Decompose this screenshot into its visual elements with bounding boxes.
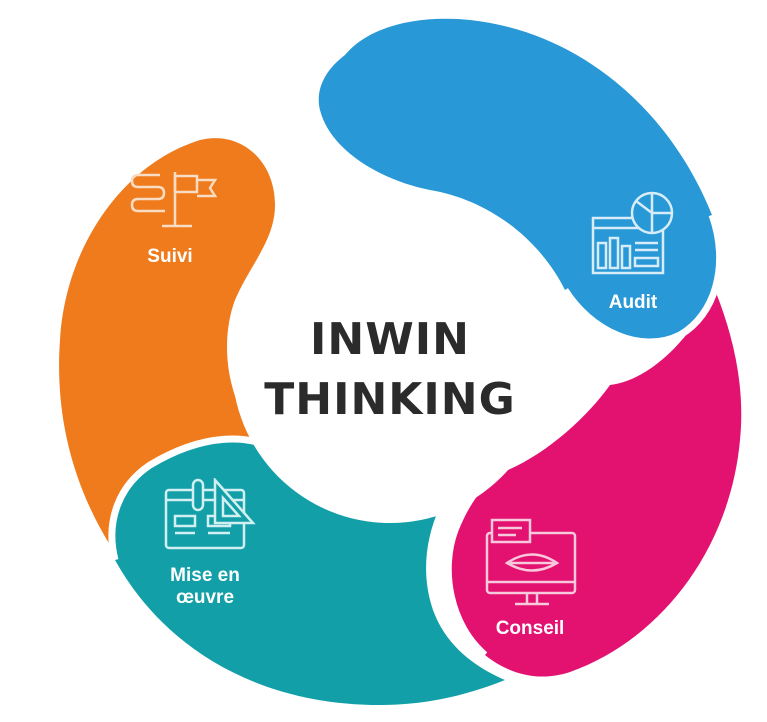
center-title: INWIN THINKING	[240, 310, 540, 430]
report-chart-icon	[591, 191, 674, 275]
label-mise-en-oeuvre-line2: œuvre	[175, 587, 235, 608]
label-suivi: Suivi	[147, 246, 193, 267]
label-mise-en-oeuvre-line1: Mise en	[170, 565, 240, 586]
label-audit: Audit	[608, 292, 658, 313]
label-mise-en-oeuvre: Mise en œuvre	[155, 565, 255, 609]
blueprint-ruler-icon	[164, 478, 256, 550]
label-conseil: Conseil	[495, 618, 565, 639]
segment-conseil	[448, 290, 742, 677]
center-circle	[232, 207, 548, 523]
monitor-speech-icon	[485, 518, 577, 606]
segment-audit	[318, 18, 720, 343]
center-title-line2: THINKING	[264, 374, 516, 425]
center-title-line1: INWIN	[310, 314, 470, 365]
flag-path-icon	[130, 172, 218, 228]
